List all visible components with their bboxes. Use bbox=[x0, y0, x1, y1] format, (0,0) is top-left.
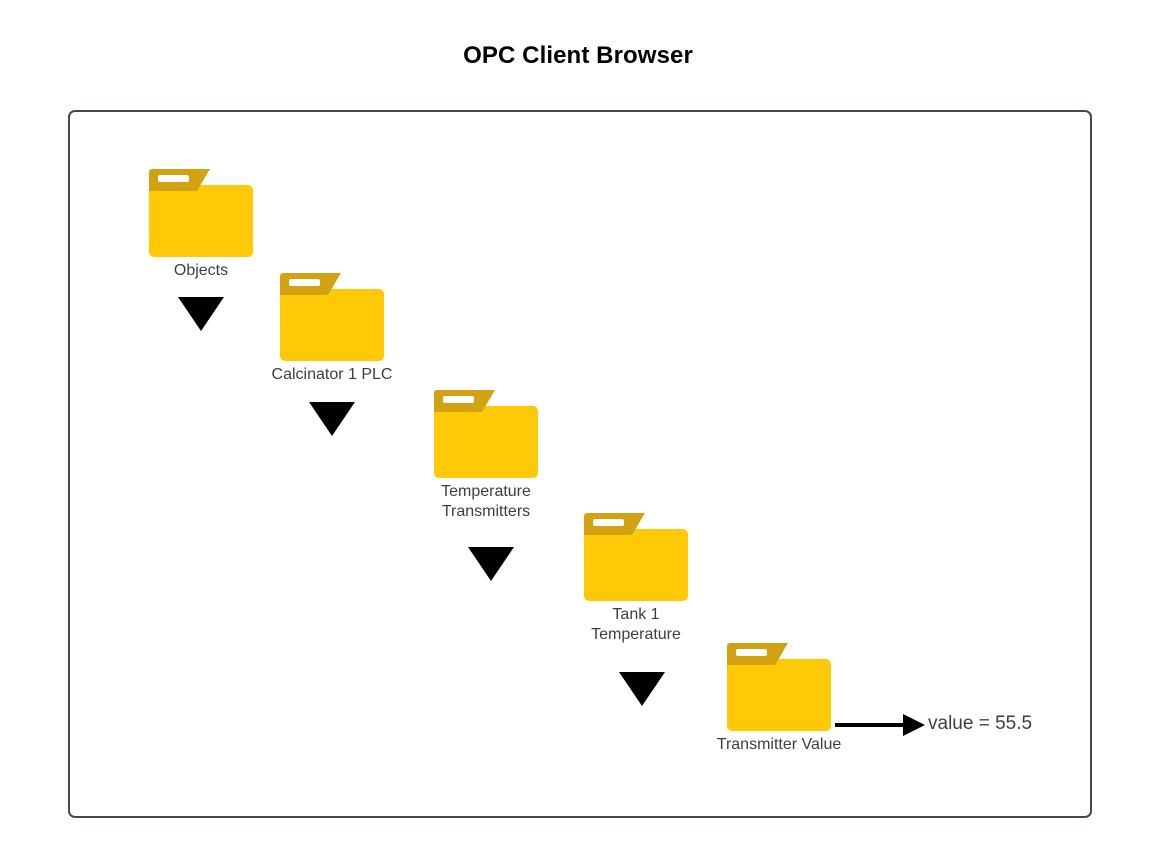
folder-tab-point bbox=[328, 273, 341, 295]
folder-icon bbox=[584, 513, 688, 601]
down-arrow-icon-4 bbox=[619, 672, 665, 706]
folder-icon bbox=[149, 169, 253, 257]
folder-icon bbox=[727, 643, 831, 731]
node-label-line-2: Temperature bbox=[591, 626, 681, 643]
node-label-line-2: Transmitters bbox=[441, 503, 531, 520]
value-readout: value = 55.5 bbox=[928, 713, 1033, 734]
node-label-line-1: Tank 1 bbox=[612, 606, 660, 623]
folder-body bbox=[280, 289, 384, 361]
value-connector-arrowhead-icon bbox=[903, 714, 925, 736]
folder-body bbox=[434, 406, 538, 478]
node-objects[interactable]: Objects bbox=[149, 169, 253, 279]
folder-slot bbox=[736, 649, 767, 656]
folder-tab-point bbox=[482, 390, 495, 412]
node-transmitter-value[interactable]: Transmitter Value bbox=[717, 643, 841, 753]
folder-body bbox=[149, 185, 253, 257]
folder-slot bbox=[158, 175, 189, 182]
value-connector-line bbox=[835, 723, 915, 727]
node-label-tank-1-temperature: Tank 1 Temperature bbox=[591, 605, 681, 645]
node-temperature-transmitters[interactable]: Temperature Transmitters bbox=[434, 390, 538, 520]
node-label-temperature-transmitters: Temperature Transmitters bbox=[441, 482, 531, 522]
page-title: OPC Client Browser bbox=[463, 42, 693, 69]
folder-slot bbox=[443, 396, 474, 403]
node-label-calcinator-1-plc: Calcinator 1 PLC bbox=[271, 366, 393, 383]
folder-body bbox=[584, 529, 688, 601]
node-label-objects: Objects bbox=[173, 262, 229, 279]
folder-icon bbox=[280, 273, 384, 361]
folder-tab-point bbox=[775, 643, 788, 665]
node-calcinator-1-plc[interactable]: Calcinator 1 PLC bbox=[272, 273, 392, 383]
down-arrow-icon-3 bbox=[468, 547, 514, 581]
folder-slot bbox=[289, 279, 320, 286]
node-label-transmitter-value: Transmitter Value bbox=[716, 736, 842, 753]
folder-icon bbox=[434, 390, 538, 478]
folder-tab-point bbox=[197, 169, 210, 191]
node-tank-1-temperature[interactable]: Tank 1 Temperature bbox=[584, 513, 688, 643]
diagram-frame: Objects Calcinator 1 PLC Temperature Tra… bbox=[68, 110, 1092, 818]
folder-tab-point bbox=[632, 513, 645, 535]
down-arrow-icon-1 bbox=[178, 297, 224, 331]
folder-slot bbox=[593, 519, 624, 526]
node-label-line-1: Temperature bbox=[441, 483, 531, 500]
folder-body bbox=[727, 659, 831, 731]
down-arrow-icon-2 bbox=[309, 402, 355, 436]
